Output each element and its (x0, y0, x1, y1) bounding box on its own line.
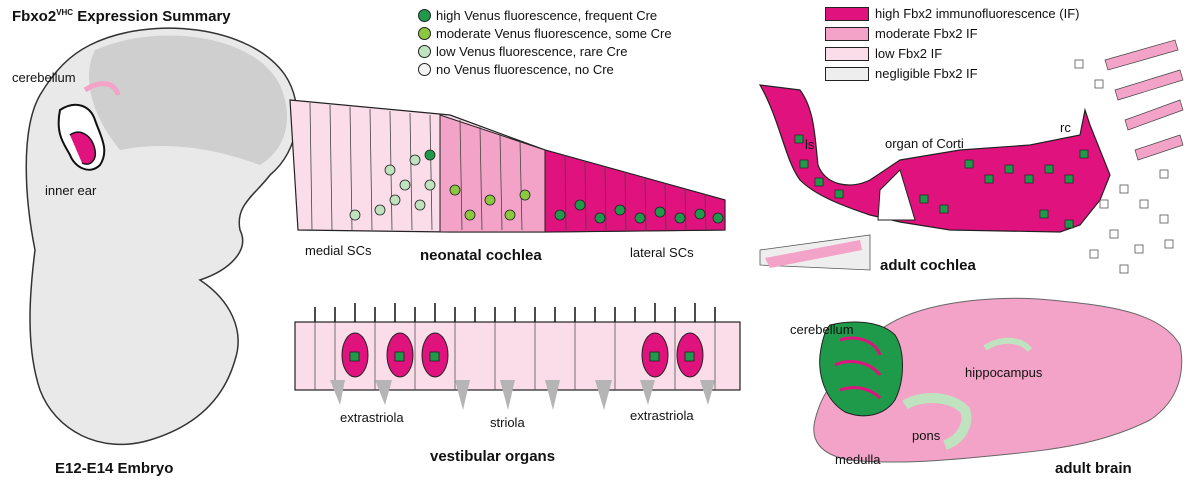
legend-swatch-low (825, 47, 869, 61)
title-rest: Expression Summary (73, 8, 231, 25)
embryo-drawing (26, 28, 297, 444)
embryo-inner-ear-label: inner ear (45, 183, 96, 198)
adult-brain-title: adult brain (1055, 460, 1132, 477)
legend-label: low Fbx2 IF (875, 46, 942, 61)
legend-swatch-negligible (825, 67, 869, 81)
embryo-caption: E12-E14 Embryo (55, 460, 173, 477)
neonatal-title: neonatal cochlea (420, 247, 542, 264)
legend-fbx2-low: low Fbx2 IF (825, 46, 942, 61)
vestibular-left-label: extrastriola (340, 410, 404, 425)
legend-label: negligible Fbx2 IF (875, 66, 978, 81)
legend-label: no Venus fluorescence, no Cre (436, 62, 614, 77)
adult-cochlea-ls-label: ls (805, 137, 814, 152)
vestibular-drawing (295, 303, 740, 410)
legend-fbx2-high: high Fbx2 immunofluorescence (IF) (825, 6, 1079, 21)
neonatal-cochlea-drawing (290, 100, 725, 232)
legend-venus-none: no Venus fluorescence, no Cre (418, 62, 614, 77)
adult-brain-medulla-label: medulla (835, 452, 881, 467)
adult-brain-pons-label: pons (912, 428, 940, 443)
legend-dot-moderate (418, 27, 431, 40)
adult-cochlea-rc-label: rc (1060, 120, 1071, 135)
vestibular-title: vestibular organs (430, 448, 555, 465)
title-main: Fbxo2 (12, 8, 56, 25)
figure-title: Fbxo2VHC Expression Summary (12, 8, 231, 25)
embryo-cerebellum-label: cerebellum (12, 70, 76, 85)
legend-label: moderate Venus fluorescence, some Cre (436, 26, 672, 41)
adult-cochlea-organ-label: organ of Corti (885, 136, 964, 151)
legend-fbx2-moderate: moderate Fbx2 IF (825, 26, 978, 41)
legend-fbx2-negligible: negligible Fbx2 IF (825, 66, 978, 81)
legend-venus-high: high Venus fluorescence, frequent Cre (418, 8, 657, 23)
legend-label: high Venus fluorescence, frequent Cre (436, 8, 657, 23)
legend-label: high Fbx2 immunofluorescence (IF) (875, 6, 1079, 21)
legend-venus-moderate: moderate Venus fluorescence, some Cre (418, 26, 672, 41)
adult-brain-drawing (814, 298, 1182, 462)
vestibular-right-label: extrastriola (630, 408, 694, 423)
legend-dot-low (418, 45, 431, 58)
legend-dot-none (418, 63, 431, 76)
legend-label: moderate Fbx2 IF (875, 26, 978, 41)
adult-cochlea-title: adult cochlea (880, 257, 976, 274)
legend-swatch-moderate (825, 27, 869, 41)
adult-brain-hippocampus-label: hippocampus (965, 365, 1042, 380)
legend-label: low Venus fluorescence, rare Cre (436, 44, 627, 59)
legend-dot-high (418, 9, 431, 22)
neonatal-lateral-label: lateral SCs (630, 245, 694, 260)
vestibular-center-label: striola (490, 415, 525, 430)
neonatal-medial-label: medial SCs (305, 243, 371, 258)
adult-brain-cerebellum-label: cerebellum (790, 322, 854, 337)
legend-swatch-high (825, 7, 869, 21)
legend-venus-low: low Venus fluorescence, rare Cre (418, 44, 627, 59)
title-superscript: VHC (56, 8, 73, 17)
